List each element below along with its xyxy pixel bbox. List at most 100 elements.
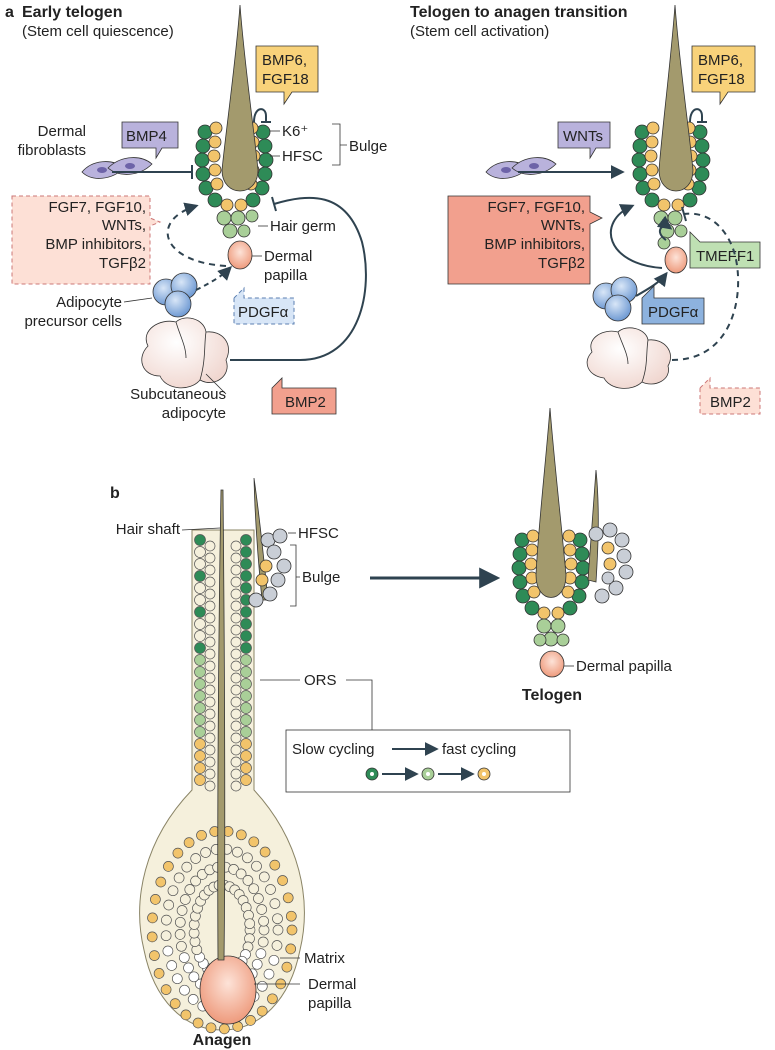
ors-cell — [204, 708, 216, 720]
ors-cell — [194, 654, 206, 666]
ors-cell — [240, 666, 252, 678]
signals-line-2: WNTs, — [102, 217, 146, 234]
ors-cell — [265, 884, 276, 895]
matrix-label: Matrix — [304, 950, 345, 967]
bmp2-callout-right: BMP2 — [699, 376, 761, 415]
ors-cell — [155, 876, 167, 888]
ors-cell — [240, 714, 252, 726]
ors-cell — [147, 912, 158, 924]
ors-cell — [178, 952, 190, 963]
anagen-dp-label-1: Dermal — [308, 976, 356, 993]
adipocyte-precursor-cells-right — [592, 276, 638, 322]
ors-cell — [230, 720, 242, 732]
ors-cell — [240, 702, 252, 714]
ors-cell — [204, 552, 216, 564]
dermal-papilla-label-2: papilla — [264, 267, 308, 284]
bmp4-label: BMP4 — [126, 128, 167, 145]
subcutaneous-adipocyte-cells-right — [586, 327, 671, 389]
ors-cell — [173, 872, 185, 884]
panel-a-right: Telogen to anagen transition (Stem cell … — [410, 4, 761, 415]
telogen-follicle — [511, 407, 634, 678]
ors-cell — [183, 837, 195, 848]
ors-cell — [230, 576, 242, 588]
ors-cell — [277, 875, 288, 886]
bmp6-inhibit-arrow — [253, 108, 271, 123]
ors-cell — [240, 558, 252, 570]
panel-a-left-subtitle: (Stem cell quiescence) — [22, 23, 174, 40]
ors-cell — [230, 780, 242, 792]
bmp2-right-label: BMP2 — [710, 394, 751, 411]
ors-cell — [194, 690, 206, 702]
ors-cell — [242, 852, 253, 864]
legend-slow-label: Slow cycling — [292, 741, 375, 758]
ors-cell — [204, 564, 216, 576]
signals-right-line-1: FGF7, FGF10, — [487, 199, 585, 216]
ors-cell — [196, 829, 207, 841]
bulge-b-label: Bulge — [302, 569, 340, 586]
ors-cell — [240, 582, 252, 594]
ors-cell — [204, 624, 216, 636]
ors-cell — [256, 1005, 268, 1017]
ors-cell — [256, 980, 268, 992]
k6-label: K6⁺ — [282, 123, 308, 140]
ors-cell — [271, 940, 283, 951]
ors-cell — [240, 546, 252, 558]
dermal-papilla-label-1: Dermal — [264, 248, 312, 265]
ors-cell — [204, 768, 216, 780]
signals-callout-right: FGF7, FGF10, WNTs, BMP inhibitors, TGFβ2 — [447, 195, 603, 285]
ors-cell — [194, 630, 206, 642]
ors-cell — [272, 913, 283, 925]
ors-cell — [184, 884, 196, 895]
ors-cell — [285, 910, 297, 922]
ors-cell — [194, 570, 206, 582]
dermal-papilla-shape — [227, 240, 253, 270]
ors-cell — [205, 1022, 217, 1034]
hair-germ-cells — [216, 209, 259, 239]
anagen-follicle — [139, 477, 305, 1035]
ors-cell — [160, 984, 172, 995]
ors-cell — [179, 984, 190, 996]
ors-cell — [174, 916, 186, 928]
ors-cell — [204, 540, 216, 552]
bmp2-callout-left: BMP2 — [271, 377, 337, 415]
ors-cell — [230, 768, 242, 780]
ors-cell — [230, 708, 242, 720]
ors-cell — [230, 756, 242, 768]
telogen-dp-label: Dermal papilla — [576, 658, 673, 675]
ors-cell — [194, 738, 206, 750]
hfsc-b-label: HFSC — [298, 525, 339, 542]
ors-label: ORS — [304, 672, 337, 689]
ors-cell — [180, 1009, 192, 1021]
panel-b: b Hair shaft HFSC Bulge — [110, 407, 673, 1049]
ors-cell — [204, 756, 216, 768]
ors-cell — [240, 762, 252, 774]
legend-fast-label: fast cycling — [442, 741, 516, 758]
ors-cell — [204, 588, 216, 600]
ors-cell — [176, 940, 187, 952]
bmp6-label: BMP6, — [262, 52, 307, 69]
dermal-fibroblasts-label-2: fibroblasts — [18, 142, 86, 159]
ors-cell — [204, 612, 216, 624]
ors-cell — [245, 1015, 256, 1026]
ors-cell — [230, 552, 242, 564]
telogen-title: Telogen — [522, 687, 582, 704]
ors-cell — [163, 899, 175, 911]
ors-cell — [194, 558, 206, 570]
bmp6-fgf18-callout-right: BMP6, FGF18 — [691, 45, 756, 106]
ors-cell — [230, 540, 242, 552]
ors-cell — [235, 829, 247, 841]
ors-cell — [188, 971, 200, 983]
ors-cell — [194, 762, 206, 774]
subcutaneous-adipocyte-cells — [141, 317, 229, 389]
ors-cell — [169, 998, 181, 1009]
ors-cell — [204, 780, 216, 792]
anagen-hair-shaft — [217, 489, 226, 961]
pdgfa-left-label: PDGFα — [238, 304, 289, 321]
ors-cell — [200, 847, 211, 858]
ors-cell — [194, 594, 206, 606]
tmeff1-callout: TMEFF1 — [689, 231, 761, 269]
ors-cell — [179, 894, 191, 905]
ors-cell — [194, 666, 206, 678]
hair-germ-label: Hair germ — [270, 218, 336, 235]
